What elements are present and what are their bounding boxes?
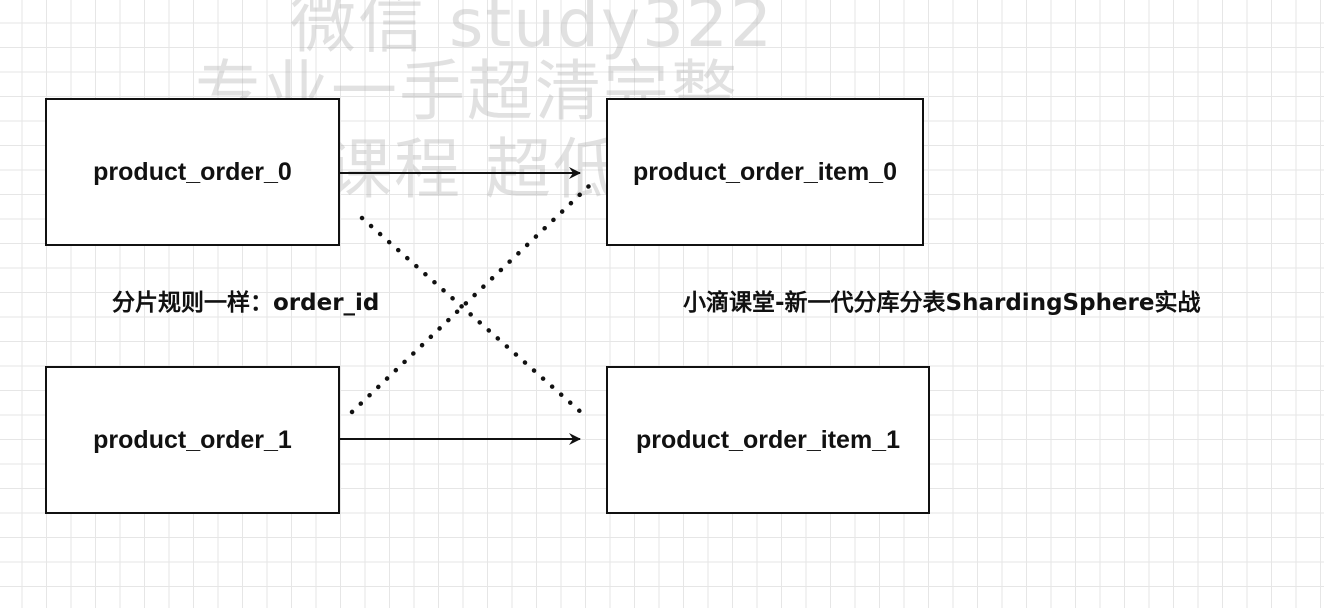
table-label-product-order-item-1: product_order_item_1 xyxy=(636,425,900,454)
edge-order0-to-item1-dotted xyxy=(359,215,586,417)
table-box-product-order-0: product_order_0 xyxy=(45,98,340,246)
table-box-product-order-1: product_order_1 xyxy=(45,366,340,514)
course-title-label: 小滴课堂-新一代分库分表ShardingSphere实战 xyxy=(683,290,1201,316)
sharding-rule-label: 分片规则一样：order_id xyxy=(112,290,380,316)
table-label-product-order-1: product_order_1 xyxy=(93,425,292,454)
table-label-product-order-item-0: product_order_item_0 xyxy=(633,157,897,186)
table-box-product-order-item-0: product_order_item_0 xyxy=(606,98,924,246)
table-box-product-order-item-1: product_order_item_1 xyxy=(606,366,930,514)
edge-order1-to-item0-dotted xyxy=(349,182,593,415)
table-label-product-order-0: product_order_0 xyxy=(93,157,292,186)
